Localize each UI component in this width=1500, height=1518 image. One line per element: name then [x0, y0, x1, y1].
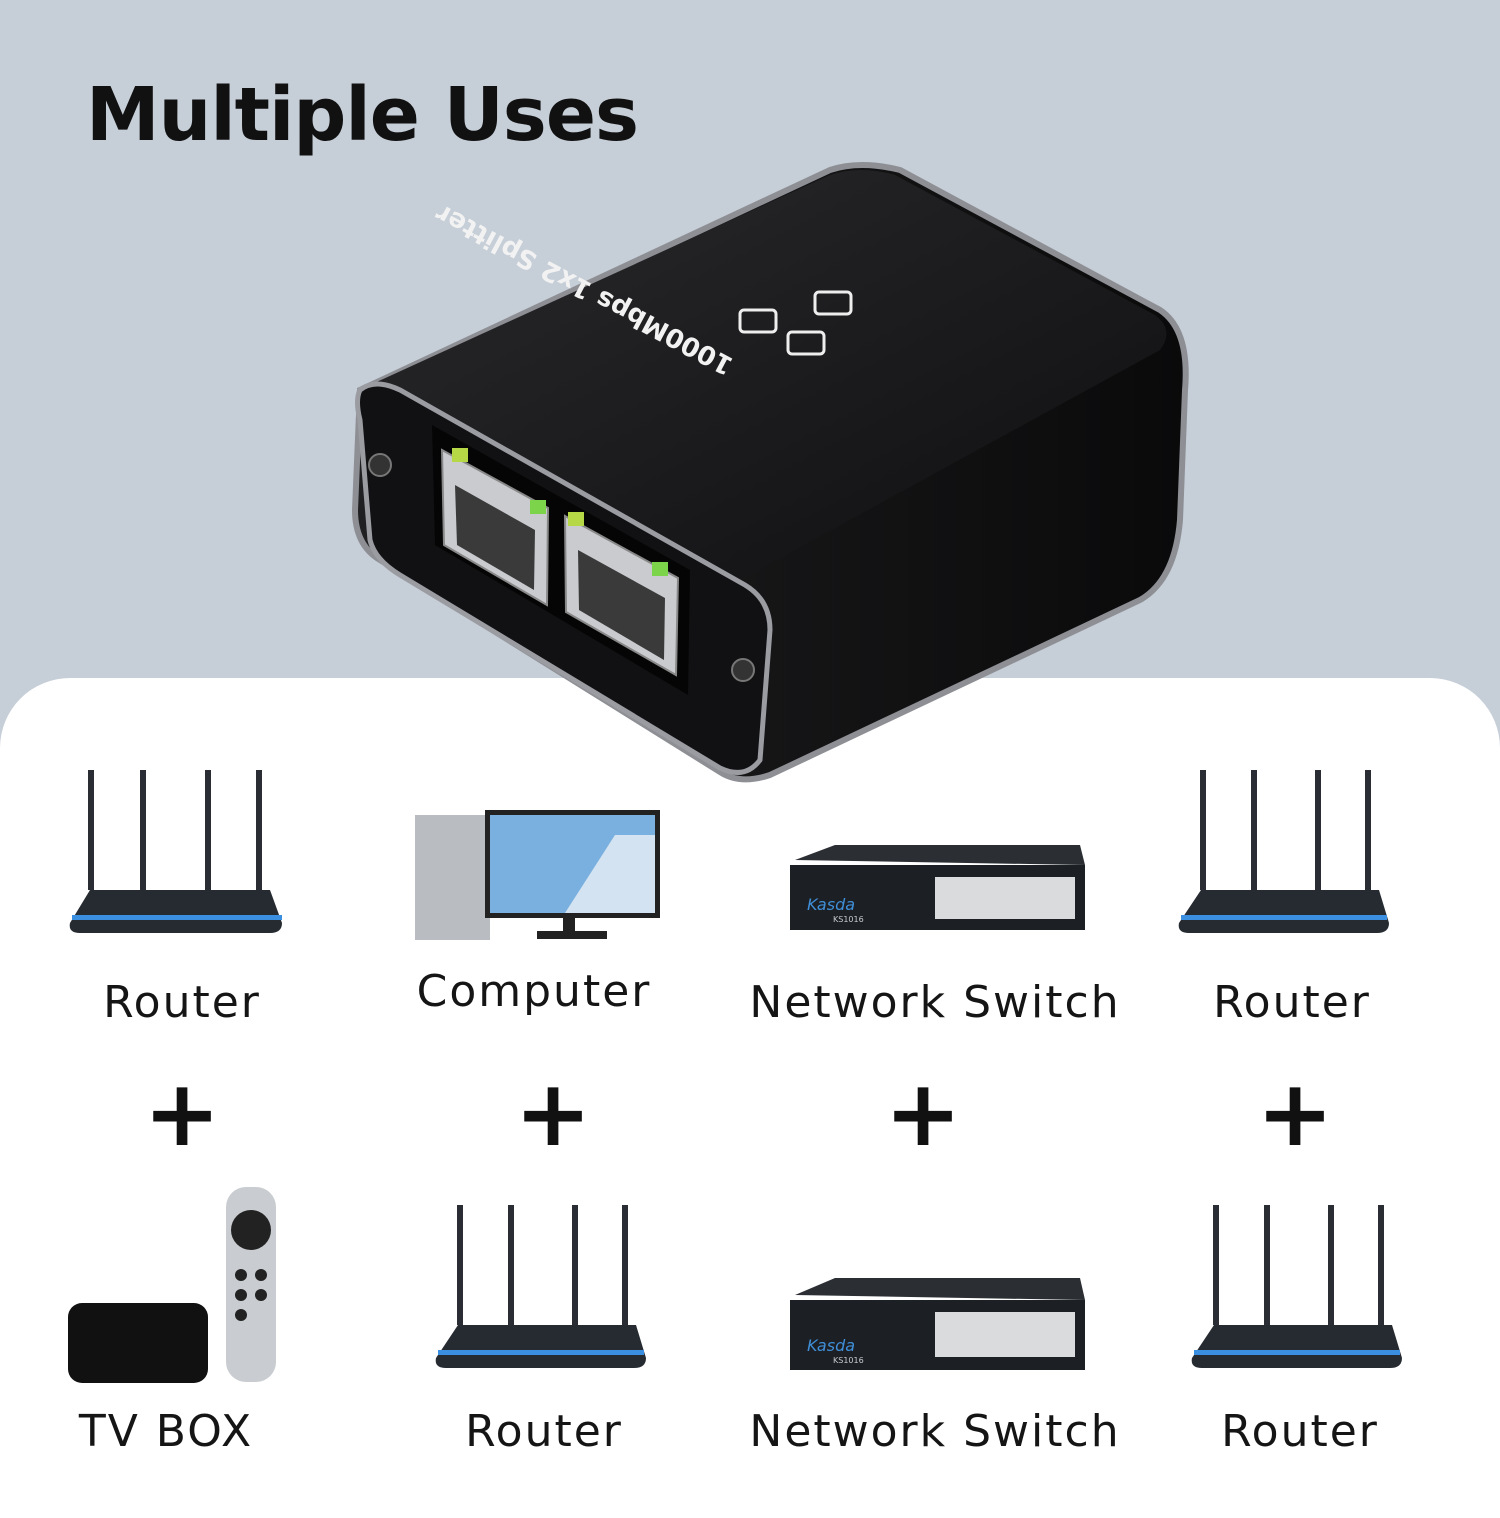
plus-icon: +	[884, 1060, 962, 1167]
use-label: TV BOX	[78, 1406, 254, 1457]
page-title: Multiple Uses	[86, 72, 639, 158]
switch-brand: Kasda	[807, 1336, 855, 1355]
plus-icon: +	[1256, 1060, 1334, 1167]
computer-icon	[355, 805, 715, 945]
use-label: Router	[1213, 977, 1371, 1028]
router-icon	[1105, 765, 1465, 940]
switch-model: KS1016	[833, 915, 864, 924]
switch-model: KS1016	[833, 1356, 864, 1365]
use-label: Computer	[416, 966, 652, 1017]
router-icon	[1118, 1200, 1478, 1375]
router-icon	[362, 1200, 722, 1375]
use-label: Router	[1221, 1406, 1379, 1457]
use-label: Router	[465, 1406, 623, 1457]
router-icon	[0, 765, 360, 940]
use-label: Network Switch	[749, 977, 1121, 1028]
plus-icon: +	[143, 1060, 221, 1167]
use-label: Router	[103, 977, 261, 1028]
plus-icon: +	[514, 1060, 592, 1167]
tv-box-icon	[0, 1185, 360, 1385]
use-label: Network Switch	[749, 1406, 1121, 1457]
switch-brand: Kasda	[807, 895, 855, 914]
ethernet-splitter-image: 1000Mbps 1x2 Splitter	[340, 160, 1220, 800]
